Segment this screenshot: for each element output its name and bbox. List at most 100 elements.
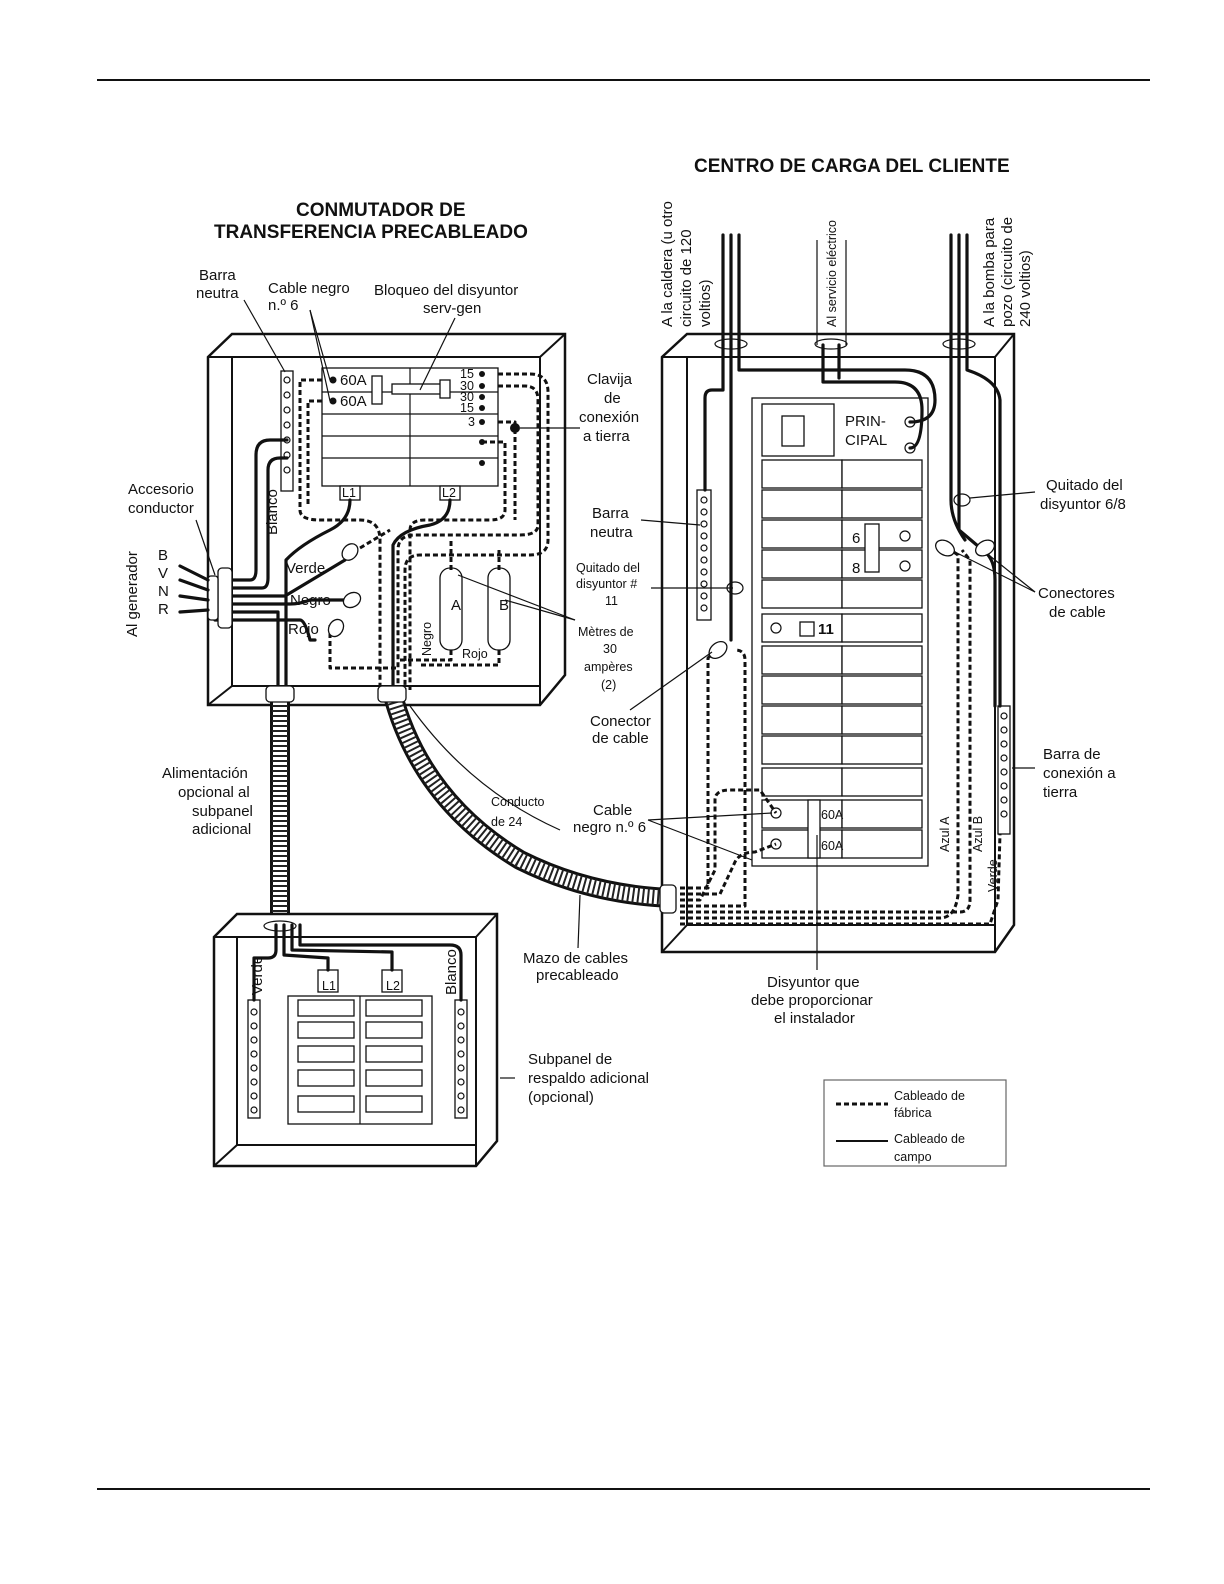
label-breaker-11: 11 xyxy=(818,621,834,638)
label-neutral-bar-top-2: neutra xyxy=(196,285,239,302)
label-subpanel-1: Subpanel de xyxy=(528,1051,612,1068)
label-meters-2: 30 xyxy=(603,642,617,656)
label-removed-11-2: disyuntor # xyxy=(576,577,637,591)
switch-neutral-bar xyxy=(280,370,294,492)
label-conduit-24-1: Conducto xyxy=(491,795,545,809)
label-gen-v: V xyxy=(158,565,168,582)
load-center-factory-wiring xyxy=(680,546,1002,926)
load-center-field-wiring xyxy=(703,343,1002,708)
label-black-cable-1: Cable negro xyxy=(268,280,350,297)
label-subpanel-green: Verde xyxy=(249,956,266,995)
label-meter-black: Negro xyxy=(420,622,434,656)
label-breaker-60a-1: 60A xyxy=(821,808,844,822)
label-neutral-bar-mid-1: Barra xyxy=(592,505,629,522)
label-ground-plug-4: a tierra xyxy=(583,428,630,445)
label-neutral-bar-mid-2: neutra xyxy=(590,524,633,541)
legend-field-2: campo xyxy=(894,1150,932,1164)
label-red-wire: Rojo xyxy=(288,621,319,638)
switch-factory-wiring xyxy=(298,372,550,690)
label-green-right: Verde xyxy=(986,859,1000,892)
conduit-fitting xyxy=(178,564,233,629)
label-subpanel-white: Blanco xyxy=(443,949,460,995)
title-switch-line1: CONMUTADOR DE xyxy=(296,200,466,221)
title-switch-line2: TRANSFERENCIA PRECABLEADO xyxy=(214,222,528,243)
label-ts-15a: 15 xyxy=(460,367,474,381)
switch-wire-nuts xyxy=(327,543,362,638)
label-ground-plug-3: conexión xyxy=(579,409,639,426)
label-connectors-2: de cable xyxy=(1049,604,1106,621)
label-subpanel-2: respaldo adicional xyxy=(528,1070,649,1087)
label-meter-b: B xyxy=(499,597,509,614)
label-installer-breaker-1: Disyuntor que xyxy=(767,974,860,991)
label-ts-60a-2: 60A xyxy=(340,393,367,410)
label-black-cable-2: n.º 6 xyxy=(268,297,299,314)
subpanel-wiring xyxy=(252,923,463,1002)
legend-text: Cableado de fábrica Cableado de campo xyxy=(894,1089,965,1164)
label-removed-11-1: Quitado del xyxy=(576,561,640,575)
label-ground-bar-1: Barra de xyxy=(1043,746,1101,763)
label-harness-2: precableado xyxy=(536,967,619,984)
label-breaker-6: 6 xyxy=(852,530,860,547)
label-breaker-60a-2: 60A xyxy=(821,839,844,853)
label-optional-feed-2: opcional al xyxy=(178,784,250,801)
label-ts-3: 3 xyxy=(468,415,475,429)
label-neutral-bar-top-1: Barra xyxy=(199,267,236,284)
label-pump-2: pozo (circuito de xyxy=(999,217,1016,327)
label-subpanel-l2: L2 xyxy=(386,979,400,993)
label-main-2: CIPAL xyxy=(845,432,887,449)
switch-field-wiring xyxy=(213,438,452,692)
label-subpanel-l1: L1 xyxy=(322,979,336,993)
label-removed-68-2: disyuntor 6/8 xyxy=(1040,496,1126,513)
label-meters-4: (2) xyxy=(601,678,616,692)
label-ts-15b: 15 xyxy=(460,401,474,415)
label-furnace-2: circuito de 120 xyxy=(678,229,695,327)
label-ground-plug-1: Clavija xyxy=(587,371,633,388)
legend-field-1: Cableado de xyxy=(894,1132,965,1146)
label-connectors-1: Conectores xyxy=(1038,585,1115,602)
callouts: Barra neutra Cable negro n.º 6 Bloqueo d… xyxy=(124,201,1126,1106)
label-pump-3: 240 voltios) xyxy=(1017,250,1034,327)
label-harness-1: Mazo de cables xyxy=(523,950,628,967)
label-breaker-8: 8 xyxy=(852,560,860,577)
label-meters-1: Mètres de xyxy=(578,625,634,639)
label-blue-a: Azul A xyxy=(938,816,952,852)
label-cable-black-1: Cable xyxy=(593,802,632,819)
label-ts-l1: L1 xyxy=(342,486,356,500)
switch-breaker-panel xyxy=(321,367,520,501)
label-gen-b: B xyxy=(158,547,168,564)
conduit-subpanel xyxy=(265,685,295,925)
label-cable-connector-1: Conector xyxy=(590,713,651,730)
label-conduit-24-2: de 24 xyxy=(491,815,522,829)
label-ground-bar-2: conexión a xyxy=(1043,765,1116,782)
label-blue-b: Azul B xyxy=(971,816,985,852)
label-gen-n: N xyxy=(158,583,169,600)
title-customer-center: CENTRO DE CARGA DEL CLIENTE xyxy=(694,156,1010,177)
label-ground-bar-3: tierra xyxy=(1043,784,1078,801)
label-conduit-fitting-2: conductor xyxy=(128,500,194,517)
label-ground-plug-2: de xyxy=(604,390,621,407)
conduit-24 xyxy=(377,685,677,914)
load-center-breaker-panel xyxy=(751,397,929,867)
label-optional-feed-4: adicional xyxy=(192,821,251,838)
label-green-wire: Verde xyxy=(286,560,325,577)
leader-lines xyxy=(195,299,1036,1079)
load-center-wire-nuts xyxy=(708,539,995,660)
label-ts-30b: 30 xyxy=(460,390,474,404)
label-cable-connector-2: de cable xyxy=(592,730,649,747)
label-meter-red: Rojo xyxy=(462,647,488,661)
label-meters-3: ampères xyxy=(584,660,633,674)
legend-factory-2: fábrica xyxy=(894,1106,932,1120)
label-breaker-lock-1: Bloqueo del disyuntor xyxy=(374,282,518,299)
label-breaker-lock-2: serv-gen xyxy=(423,300,481,317)
label-gen-r: R xyxy=(158,601,169,618)
label-cable-black-2: negro n.º 6 xyxy=(573,819,646,836)
label-installer-breaker-2: debe proporcionar xyxy=(751,992,873,1009)
label-main-1: PRIN- xyxy=(845,413,886,430)
label-conduit-fitting-1: Accesorio xyxy=(128,481,194,498)
label-black-wire: Negro xyxy=(290,592,331,609)
legend xyxy=(823,1079,1007,1167)
label-removed-68-1: Quitado del xyxy=(1046,477,1123,494)
label-subpanel-3: (opcional) xyxy=(528,1089,594,1106)
load-center-feeds xyxy=(714,233,976,350)
